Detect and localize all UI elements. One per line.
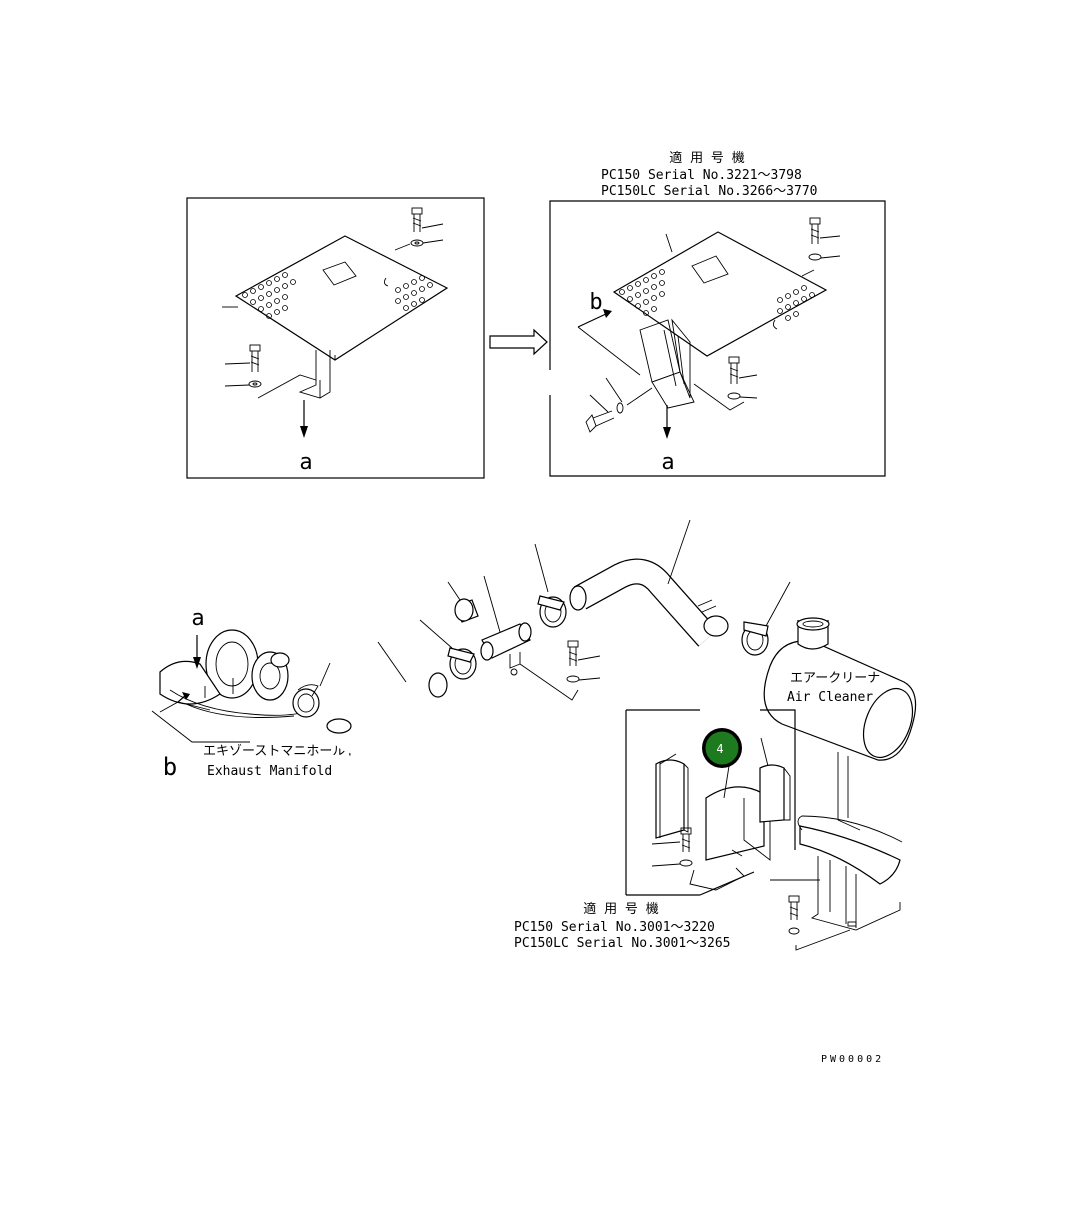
drawing-code: PW00002 (821, 1054, 884, 1065)
bolt-right-top (809, 217, 841, 244)
label-a-turbo: a (191, 606, 204, 631)
note-bottom-line1: PC150 Serial No.3001～3220 (514, 920, 715, 935)
aircleaner-label-jp: エアークリーナ (790, 671, 880, 686)
bolt-right-mid (728, 356, 758, 384)
label-b-right-box: b (589, 290, 602, 315)
straight-pipe (480, 575, 579, 701)
hose-elbow-2 (569, 519, 729, 647)
washer-right-top (808, 253, 841, 261)
serial-note-top: 適 用 号 機 PC150 Serial No.3221～3798 PC150L… (601, 150, 818, 199)
inset-box-left: a (186, 197, 485, 479)
clamp-1 (292, 662, 331, 718)
bolt-lower-right (788, 895, 800, 935)
air-cleaner (763, 617, 917, 831)
bolt-left-top (411, 207, 444, 232)
sensor-fitting (447, 581, 479, 623)
clamp-3 (534, 543, 567, 628)
label-a-right-box: a (661, 450, 674, 475)
note-top-heading: 適 用 号 機 (669, 150, 744, 166)
serial-note-bottom: 適 用 号 機 PC150 Serial No.3001～3220 PC150L… (514, 901, 731, 951)
exhaust-label-jp: エキゾーストマニホールド (203, 744, 358, 759)
aircleaner-label-en: Air Cleaner (787, 690, 873, 705)
washer-right-mid (693, 383, 758, 411)
bolt-mid (566, 640, 601, 683)
inset-box-right: b a (549, 200, 886, 477)
callout-badge-number: 4 (716, 742, 723, 756)
label-b-turbo: b (163, 753, 177, 781)
vent-holes-left (242, 272, 433, 319)
note-bottom-line2: PC150LC Serial No.3001～3265 (514, 936, 731, 951)
vent-holes-right (619, 269, 815, 321)
note-top-line1: PC150 Serial No.3221～3798 (601, 168, 802, 183)
callout-badge-4[interactable]: 4 (702, 728, 742, 768)
aircleaner-bracket (770, 815, 903, 951)
exhaust-label-en: Exhaust Manifold (207, 764, 332, 779)
bolt-right-side (585, 377, 653, 433)
turbocharger (159, 629, 313, 718)
washer-left-top (410, 239, 444, 247)
note-top-line2: PC150LC Serial No.3266～3770 (601, 184, 818, 199)
hose-elbow-1 (323, 641, 448, 755)
note-bottom-heading: 適 用 号 機 (583, 901, 658, 917)
clamp-4 (741, 581, 791, 656)
label-a-left-box: a (299, 450, 312, 475)
washer-left-bottom (224, 374, 317, 399)
cover-plate-left (234, 235, 449, 361)
clamp-2 (419, 619, 477, 680)
transition-arrow (489, 328, 548, 356)
inset-old-bracket (625, 709, 796, 896)
cover-plate-right (612, 231, 828, 357)
bolt-left-bottom (224, 344, 261, 372)
